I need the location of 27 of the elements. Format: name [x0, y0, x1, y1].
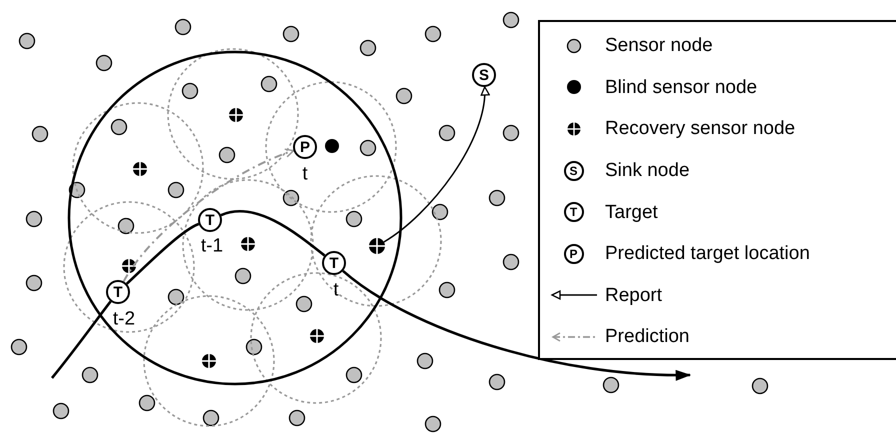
legend-label: Sink node [605, 161, 690, 180]
target-node: T [198, 208, 222, 232]
legend-label: Sensor node [605, 36, 713, 56]
trajectory-line [51, 300, 112, 379]
time-label: t [333, 280, 339, 300]
time-label: t [302, 164, 308, 184]
predicted-location-icon: P [564, 244, 584, 264]
time-label: t-2 [112, 310, 136, 328]
legend-label: Report [605, 286, 662, 305]
trajectory-line [126, 222, 200, 285]
sink-node: S [472, 63, 496, 87]
prediction-arrow [122, 148, 294, 282]
legend-label: Recovery sensor node [605, 119, 796, 138]
legend-label: Target [605, 202, 658, 222]
predicted-location-node: P [293, 135, 317, 159]
report-arrow [384, 86, 490, 243]
legend-label: Blind sensor node [605, 78, 758, 97]
target-node: T [322, 251, 346, 275]
legend-label: Predicted target location [605, 244, 810, 264]
time-label: t-1 [200, 236, 224, 256]
sink-icon: S [564, 160, 584, 181]
trajectory-arrow [342, 270, 692, 380]
legend-label: Prediction [605, 327, 690, 346]
target-node: T [106, 280, 130, 304]
recovery-sensor-node [369, 238, 385, 254]
target-icon: T [564, 202, 584, 222]
trajectory-line [220, 210, 326, 257]
